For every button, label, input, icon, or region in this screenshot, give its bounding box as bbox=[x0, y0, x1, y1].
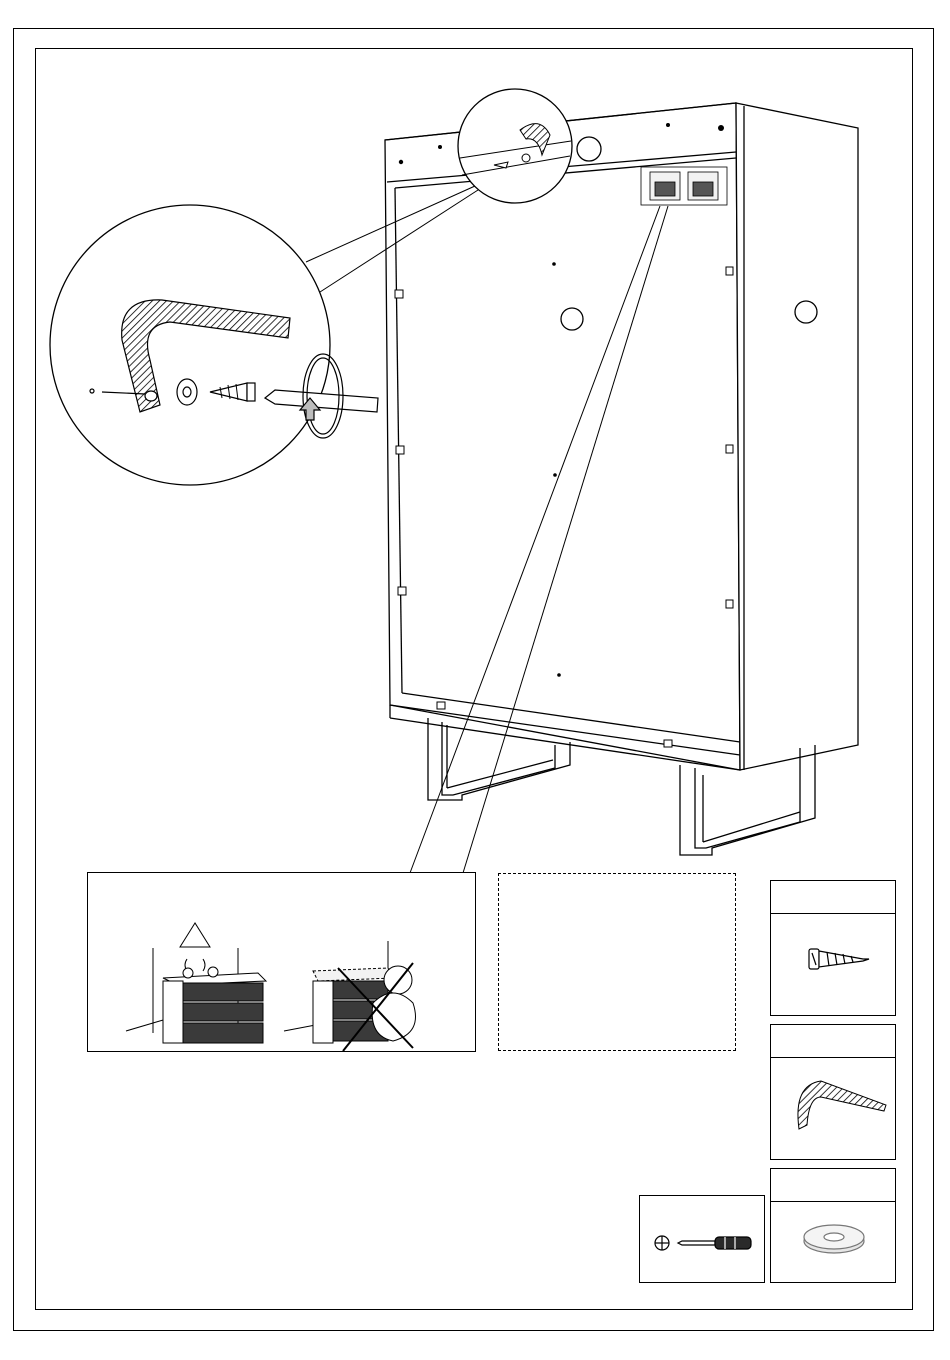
tool-box-screwdriver bbox=[639, 1195, 765, 1283]
warning-panel bbox=[87, 872, 476, 1052]
part-box-screw bbox=[770, 880, 896, 1016]
part-box-strap bbox=[770, 1024, 896, 1160]
note-placeholder bbox=[498, 873, 736, 1051]
detail-circle-large bbox=[50, 205, 330, 485]
detail-circle-small bbox=[458, 89, 572, 203]
strap-icon bbox=[771, 1025, 897, 1161]
part-box-washer bbox=[770, 1168, 896, 1283]
tip-over-warning-illustration bbox=[88, 873, 477, 1053]
warning-triangle-icon bbox=[180, 923, 210, 947]
phillips-screwdriver-icon bbox=[640, 1196, 766, 1284]
warning-label bbox=[641, 167, 727, 205]
washer-icon bbox=[771, 1169, 897, 1284]
cabinet-side-panel bbox=[736, 103, 858, 770]
screw-icon bbox=[771, 881, 897, 1017]
